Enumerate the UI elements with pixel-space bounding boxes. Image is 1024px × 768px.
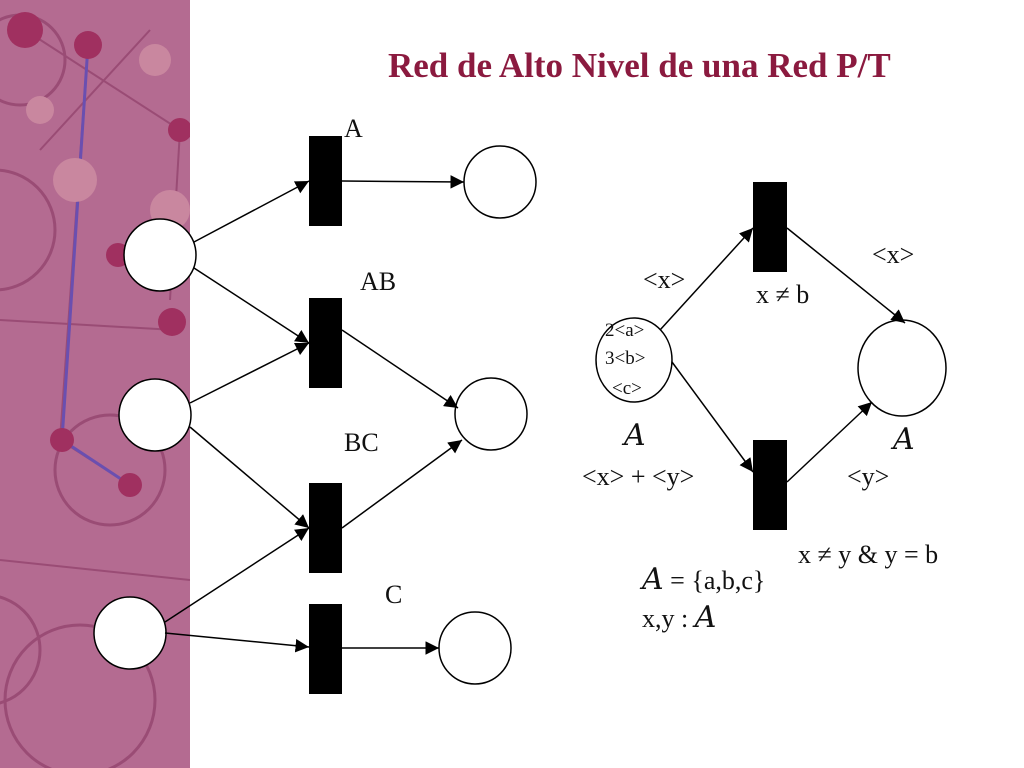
transition-a-label: A xyxy=(344,114,363,143)
transition-c xyxy=(309,604,342,694)
slide-title: Red de Alto Nivel de una Red P/T xyxy=(388,46,891,85)
guard-top-label: x ≠ b xyxy=(756,280,810,309)
color-set-values: = {a,b,c} xyxy=(663,566,766,595)
right-place-input xyxy=(595,317,673,403)
transition-bc-label: BC xyxy=(344,428,379,457)
left-place-out-a xyxy=(463,145,537,219)
transition-ab xyxy=(309,298,342,388)
marking-line-3: <c> xyxy=(612,378,642,399)
left-place-out-b xyxy=(454,377,528,451)
left-place-2 xyxy=(118,378,192,452)
right-place-output xyxy=(857,319,947,417)
variable-declaration: x,y : A xyxy=(642,600,716,635)
marking-line-1: 2<a> xyxy=(605,320,645,341)
right-transition-bottom xyxy=(753,440,787,530)
arc-in-top-label: <x> xyxy=(643,265,686,294)
right-transition-top xyxy=(753,182,787,272)
variable-type: A xyxy=(694,600,717,635)
transition-a xyxy=(309,136,342,226)
place-left-type: A xyxy=(624,418,646,453)
arc-out-bottom-label: <y> xyxy=(847,462,890,491)
transition-ab-label: AB xyxy=(360,267,397,296)
color-set-definition: A = {a,b,c} xyxy=(642,562,765,597)
left-place-1 xyxy=(123,218,197,292)
variable-list: x,y : xyxy=(642,604,695,633)
arc-out-top-label: <x> xyxy=(872,240,915,269)
left-place-3 xyxy=(93,596,167,670)
left-place-out-c xyxy=(438,611,512,685)
transition-bc xyxy=(309,483,342,573)
arc-in-bottom-label: <x> + <y> xyxy=(582,462,695,491)
guard-bottom-label: x ≠ y & y = b xyxy=(798,540,939,569)
transition-c-label: C xyxy=(385,580,403,609)
marking-line-2: 3<b> xyxy=(605,348,646,369)
place-right-type: A xyxy=(893,422,915,457)
color-set-symbol: A xyxy=(642,562,664,597)
